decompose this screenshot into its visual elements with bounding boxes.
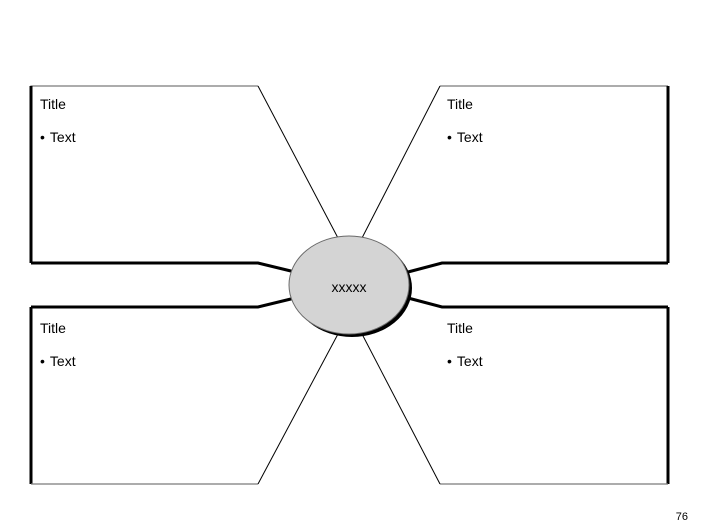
box-bottom-right-title: Title: [447, 320, 473, 336]
bullet-icon: •: [447, 353, 452, 369]
box-top-left-text: Text: [49, 129, 76, 145]
box-bottom-right-bullet: •Text: [447, 353, 483, 369]
box-bottom-left-text: Text: [49, 353, 76, 369]
box-bottom-right-text: Text: [456, 353, 483, 369]
page-number: 76: [675, 511, 688, 523]
box-bottom-right-outline: [361, 296, 670, 485]
box-top-left-bullet: •Text: [40, 129, 76, 145]
box-top-left-outline: [29, 85, 339, 274]
box-top-right-outline: [361, 85, 670, 274]
box-bottom-left-bullet: •Text: [40, 353, 76, 369]
bullet-icon: •: [447, 129, 452, 145]
box-top-right-bullet: •Text: [447, 129, 483, 145]
box-bottom-left-title: Title: [40, 320, 66, 336]
box-top-left-title: Title: [40, 96, 66, 112]
box-bottom-left-outline: [29, 296, 339, 485]
bullet-icon: •: [40, 129, 45, 145]
box-top-right-title: Title: [447, 96, 473, 112]
hub-label: xxxxx: [331, 279, 367, 295]
box-top-right-text: Text: [456, 129, 483, 145]
hub-ellipse: [288, 235, 410, 335]
bullet-icon: •: [40, 353, 45, 369]
